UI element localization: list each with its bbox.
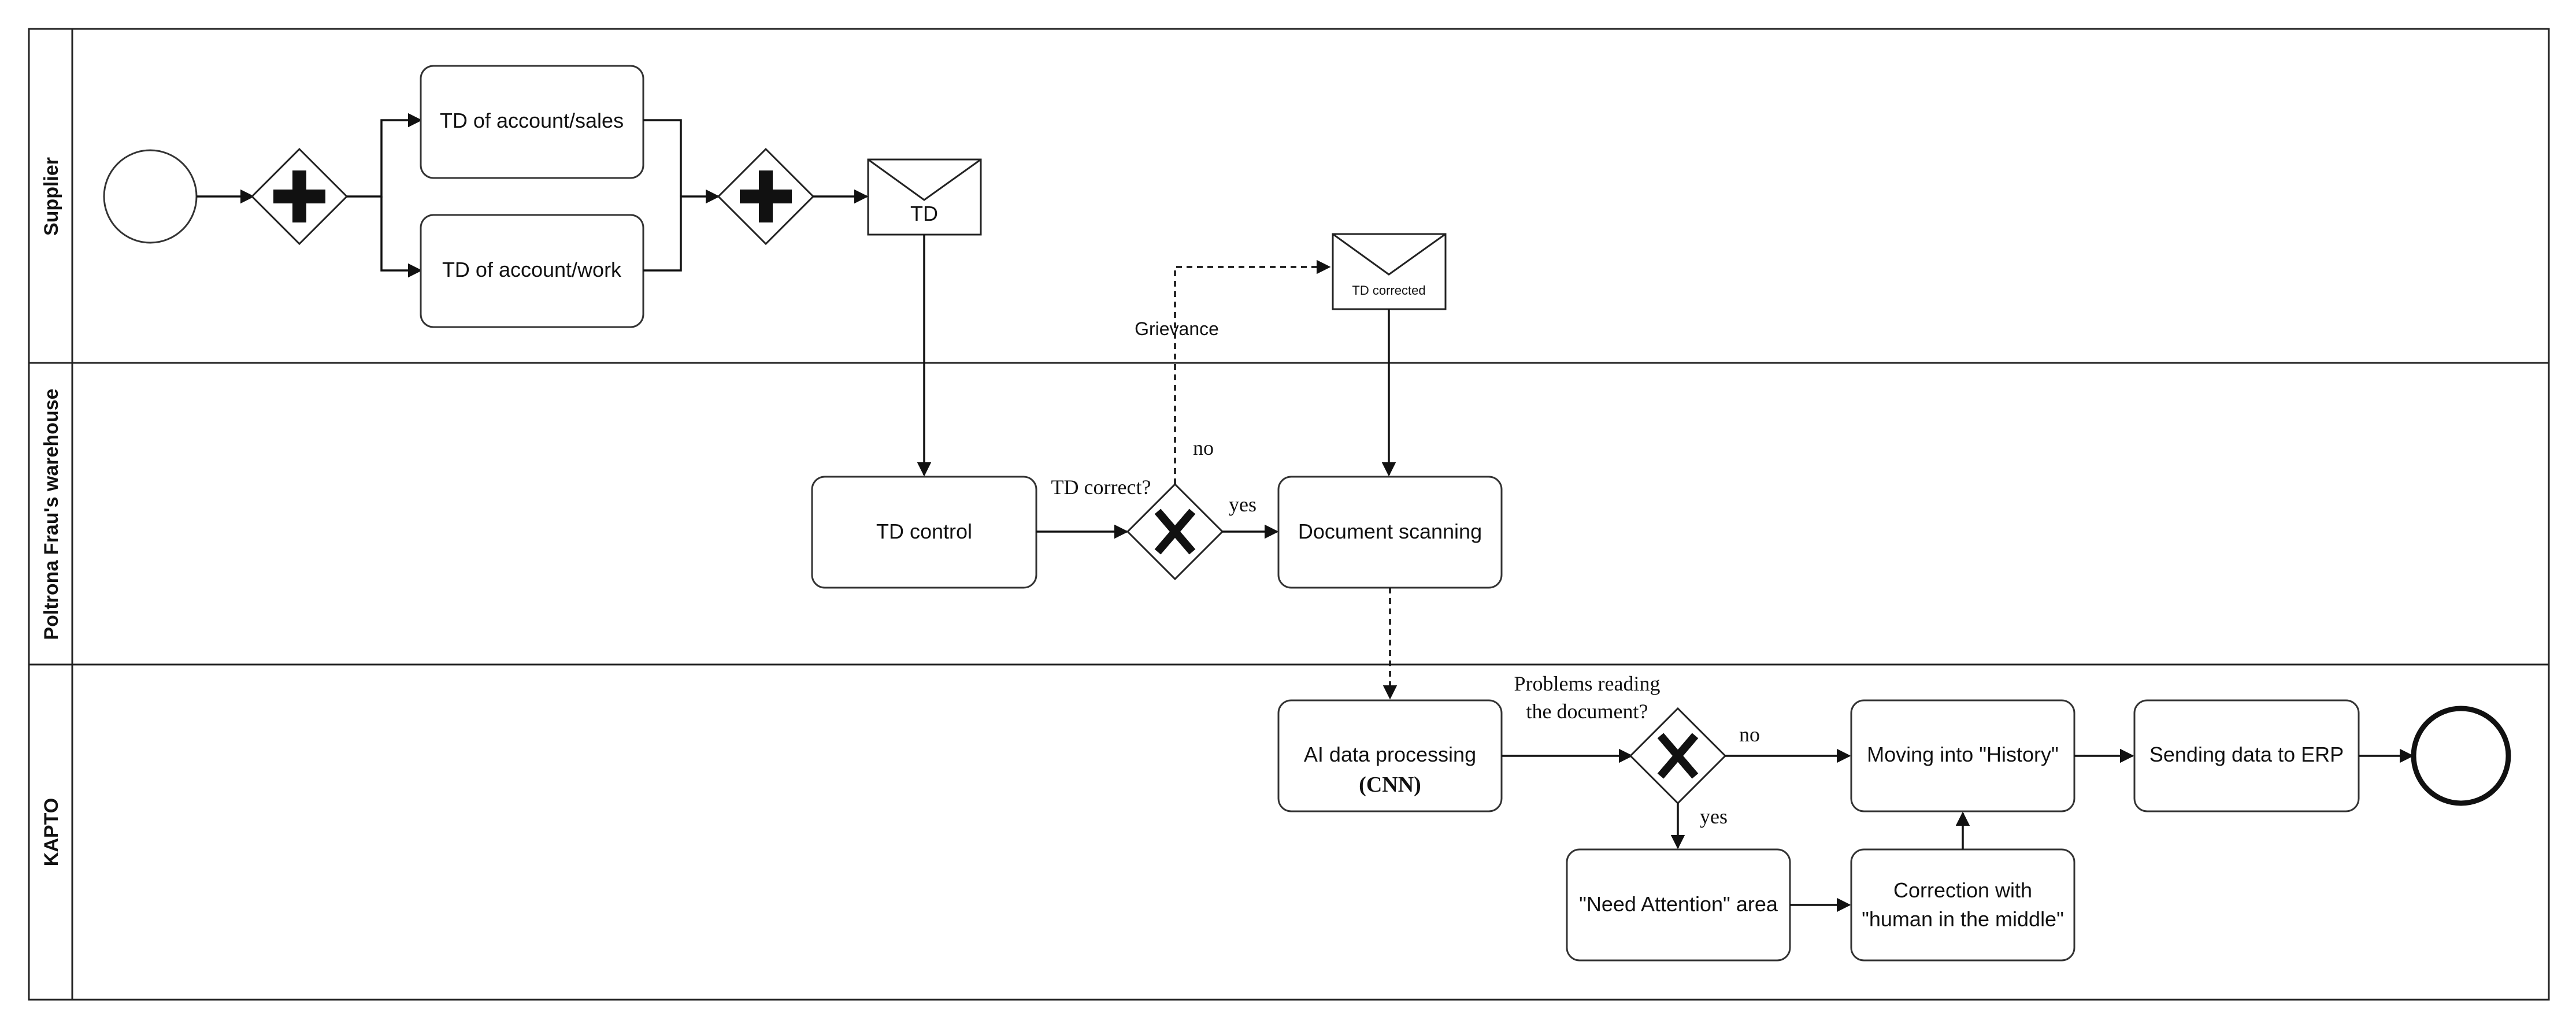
end-event[interactable] [2411,706,2511,806]
task-need-attention-label: "Need Attention" area [1579,892,1778,916]
message-td[interactable] [867,158,982,236]
flow-split-to-sales [347,113,422,198]
flow-sales-to-join [643,119,682,196]
lane-label-kapto: KAPTO [40,798,62,866]
task-td-sales[interactable] [420,65,644,179]
flow-label-no-problems: no [1739,723,1760,746]
exclusive-gateway-problems[interactable] [1629,707,1727,805]
task-document-scanning-label: Document scanning [1298,519,1482,543]
parallel-gateway-join[interactable] [717,147,815,246]
gateway-problems-line1: Problems reading [1514,672,1660,695]
task-moving-history-label: Moving into "History" [1867,743,2059,766]
message-td-corrected[interactable] [1332,233,1447,310]
flow-work-to-join [643,189,720,272]
lane-label-warehouse: Poltrona Frau's warehouse [40,388,62,640]
task-td-sales-label: TD of account/sales [440,109,624,132]
flow-label-grievance: Grievance [1135,318,1219,339]
gateway-td-correct-question: TD correct? [1051,476,1151,499]
task-correction[interactable] [1850,848,2075,962]
message-td-label: TD [910,202,938,225]
pool [28,28,2550,1001]
task-correction-line2: "human in the middle" [1862,907,2064,931]
start-event[interactable] [103,149,198,244]
flow-split-to-work [380,196,422,278]
flow-label-yes-td: yes [1229,493,1257,516]
lane-label-supplier: Supplier [40,157,62,236]
task-correction-line1: Correction with [1893,878,2032,902]
flow-label-no-td: no [1193,436,1214,459]
task-sending-erp-label: Sending data to ERP [2149,743,2344,766]
parallel-gateway-split[interactable] [250,147,349,246]
flow-label-yes-problems: yes [1700,805,1728,828]
task-td-work-label: TD of account/work [442,258,622,281]
exclusive-gateway-td-correct[interactable] [1126,483,1224,581]
task-ai-label-line2: (CNN) [1359,773,1421,797]
task-ai-label-line1: AI data processing [1304,743,1476,766]
message-td-corrected-label: TD corrected [1352,283,1425,298]
gateway-problems-line2: the document? [1526,700,1648,723]
task-td-control-label: TD control [876,519,972,543]
